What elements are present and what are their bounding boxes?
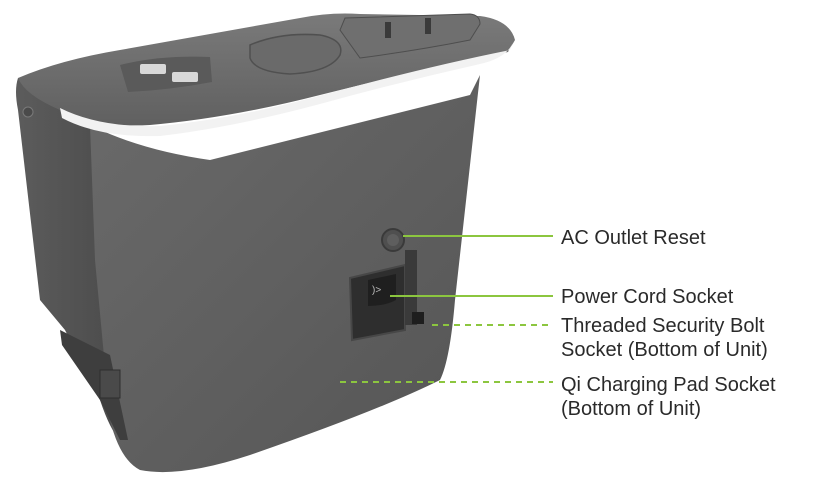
base-clip: [99, 369, 121, 399]
label-line: Power Cord Socket: [561, 286, 734, 308]
label-line: Threaded Security Bolt: [561, 315, 765, 337]
label-line: Qi Charging Pad Socket: [561, 374, 776, 396]
device-front-face: [90, 75, 480, 473]
base-bracket: [60, 330, 128, 440]
label-threaded-security-bolt-socket: Threaded Security Bolt Socket (Bottom of…: [561, 314, 768, 362]
device-trim-band: [60, 40, 514, 137]
device-side-panel: [16, 78, 128, 440]
qi-pad-top: [249, 33, 342, 75]
usb-port-2: [172, 72, 198, 82]
security-bolt-slot: [405, 250, 417, 325]
svg-text:)>: )>: [372, 285, 381, 296]
ac-outlet-top: [339, 13, 481, 59]
label-qi-charging-pad-socket: Qi Charging Pad Socket (Bottom of Unit): [561, 373, 776, 421]
security-bolt-socket: [412, 312, 424, 324]
side-indicator: [22, 106, 34, 118]
ac-outlet-slot-left: [385, 22, 391, 38]
label-line: Socket (Bottom of Unit): [561, 339, 768, 361]
label-line: (Bottom of Unit): [561, 398, 702, 420]
ac-outlet-slot-right: [425, 18, 431, 34]
usb-port-1: [140, 64, 166, 74]
label-ac-outlet-reset: AC Outlet Reset: [561, 226, 706, 250]
label-power-cord-socket: Power Cord Socket: [561, 285, 733, 309]
label-line: AC Outlet Reset: [561, 227, 706, 249]
